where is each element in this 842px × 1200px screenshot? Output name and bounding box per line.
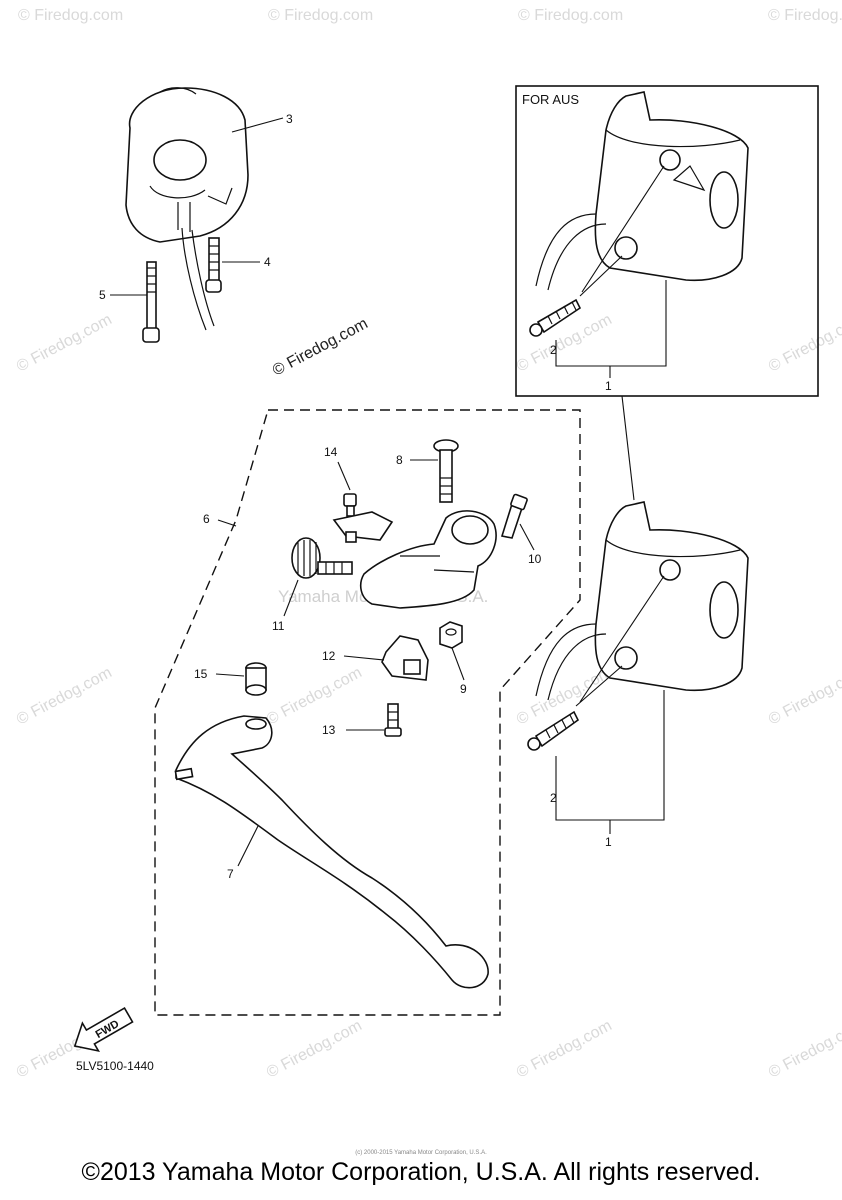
adjuster-part-11 (291, 537, 353, 579)
callout-4: 4 (264, 255, 271, 269)
callout-3: 3 (286, 112, 293, 126)
callout-2-bottom: 2 (550, 791, 557, 805)
watermark: © Firedog.com (14, 311, 115, 375)
screw-part-13 (384, 703, 402, 737)
master-cylinder-main (535, 501, 749, 707)
callout-13: 13 (322, 723, 336, 737)
for-aus-label: FOR AUS (522, 92, 579, 107)
switch-bracket (332, 511, 394, 543)
watermark: © Firedog.com (766, 311, 842, 375)
screw-part-2-top (529, 298, 582, 337)
callout-15: 15 (194, 667, 208, 681)
callout-1-top: 1 (605, 379, 612, 393)
lever-holder (359, 510, 497, 609)
assembly-outline (154, 409, 581, 1016)
watermark: © Firedog.com (518, 7, 623, 24)
watermark: © Firedog.com (18, 7, 123, 24)
watermark: © Firedog.com (14, 664, 115, 728)
callout-2-top: 2 (550, 343, 557, 357)
callout-7: 7 (227, 867, 234, 881)
fine-print: (c) 2000-2015 Yamaha Motor Corporation, … (355, 1150, 487, 1156)
switch-housing-left (125, 87, 249, 331)
watermark: © Firedog.com (768, 7, 842, 24)
screw-part-5 (142, 261, 160, 343)
screw-part-10 (500, 493, 528, 539)
callout-11: 11 (272, 619, 285, 633)
watermark: © Firedog.com (264, 664, 365, 728)
master-cylinder-aus (535, 91, 749, 297)
watermark: © Firedog.com (766, 1017, 842, 1081)
callout-5: 5 (99, 288, 106, 302)
lever-part-7 (174, 715, 489, 989)
screw-part-14 (343, 493, 357, 517)
screw-part-2-bottom (527, 710, 580, 751)
callout-10: 10 (528, 552, 542, 566)
callout-14: 14 (324, 445, 338, 459)
screw-part-4 (205, 237, 222, 293)
callout-6: 6 (203, 512, 210, 526)
switch-part-12 (381, 635, 429, 681)
copyright-footer: ©2013 Yamaha Motor Corporation, U.S.A. A… (81, 1158, 761, 1186)
callout-1-bottom: 1 (605, 835, 612, 849)
bolt-part-8 (433, 439, 459, 503)
watermark: © Firedog.com (514, 1017, 615, 1081)
watermark: © Firedog.com (766, 664, 842, 728)
callout-9: 9 (460, 682, 467, 696)
firedog-label: © Firedog.com (270, 315, 371, 379)
nut-part-9 (439, 621, 463, 649)
callout-8: 8 (396, 453, 403, 467)
watermark: © Firedog.com (268, 7, 373, 24)
callout-12: 12 (322, 649, 336, 663)
watermark: © Firedog.com (264, 1017, 365, 1081)
bushing-part-15 (245, 662, 267, 696)
part-code: 5LV5100-1440 (76, 1059, 154, 1073)
for-aus-box (515, 85, 819, 397)
